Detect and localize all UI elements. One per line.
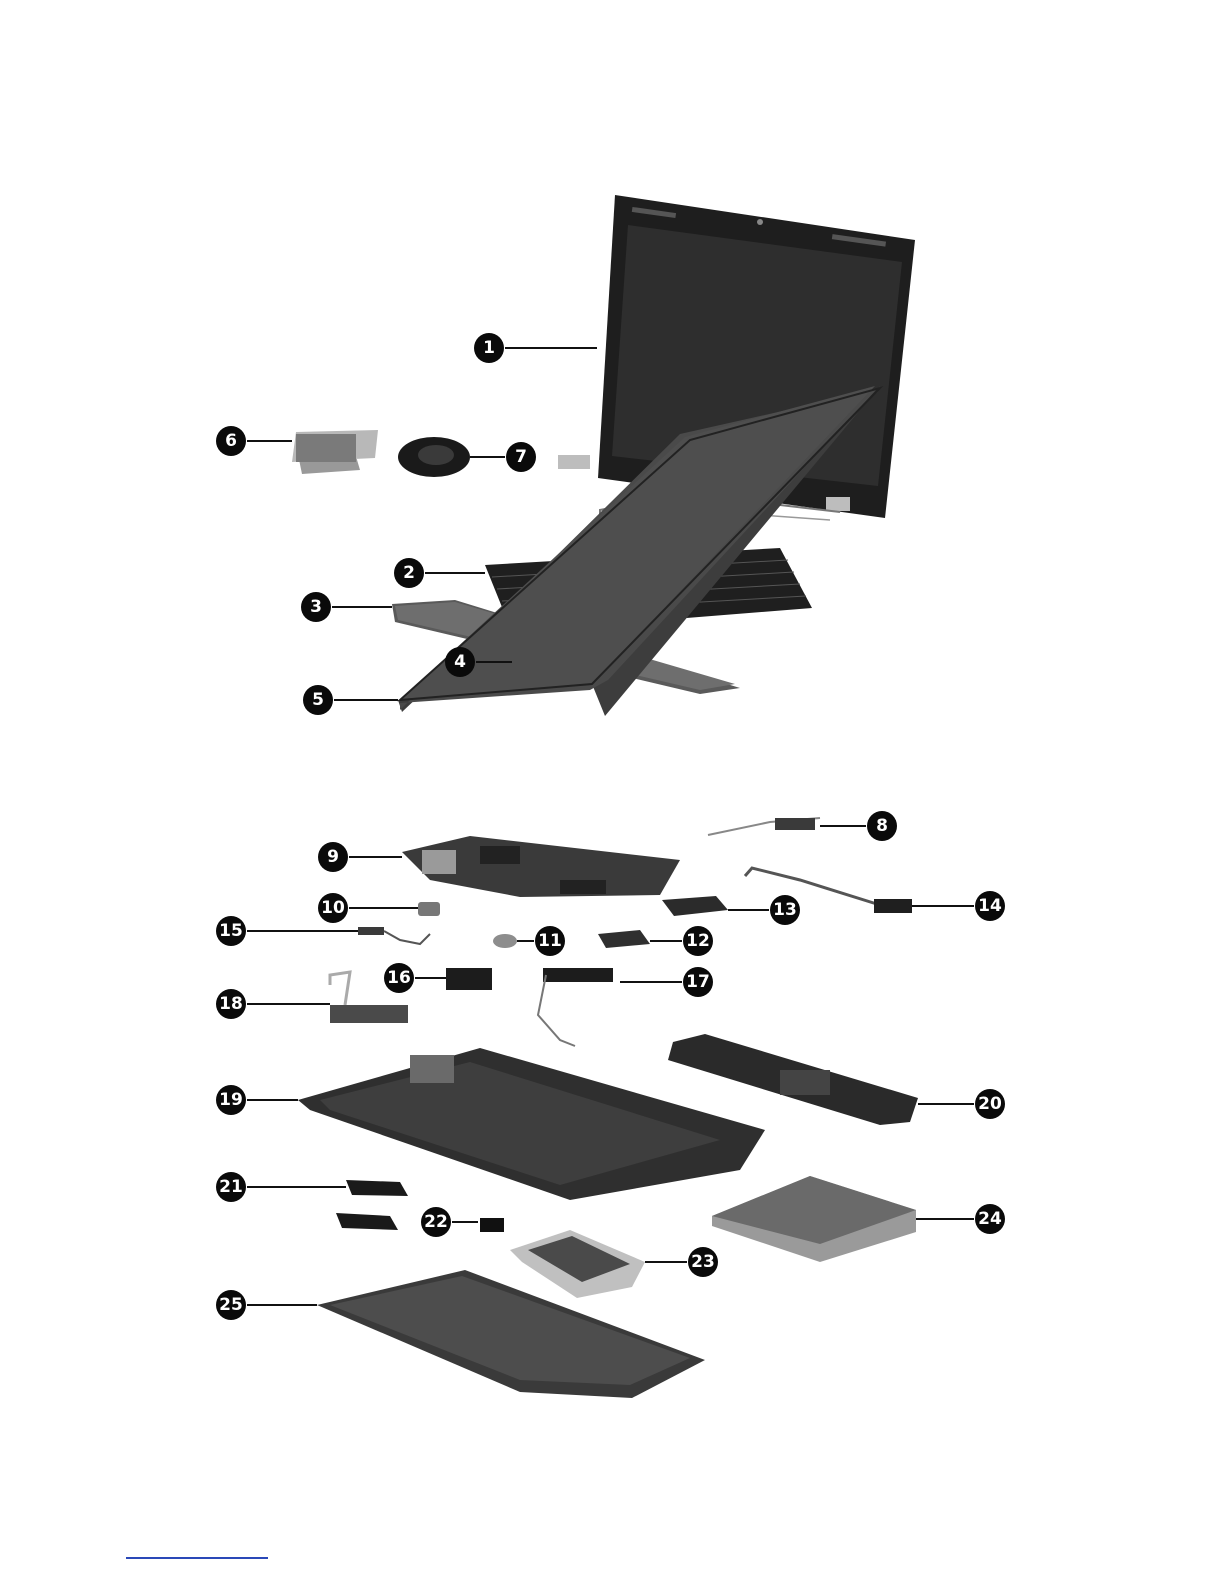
callout-17: 17 (683, 967, 713, 997)
callout-8: 8 (867, 811, 897, 841)
part-cable-15 (358, 927, 430, 944)
callout-10: 10 (318, 893, 348, 923)
svg-text:22: 22 (424, 1212, 448, 1232)
part-base-enclosure (298, 1048, 765, 1200)
svg-text:21: 21 (219, 1177, 243, 1197)
callout-24: 24 (975, 1204, 1005, 1234)
callout-13: 13 (770, 895, 800, 925)
callout-22: 22 (421, 1207, 451, 1237)
part-memory-modules (336, 1180, 408, 1230)
callout-2: 2 (394, 558, 424, 588)
svg-text:20: 20 (978, 1094, 1002, 1114)
callout-12: 12 (683, 926, 713, 956)
callout-3: 3 (301, 592, 331, 622)
part-hard-drive (510, 1230, 645, 1298)
svg-text:16: 16 (387, 968, 411, 988)
svg-text:19: 19 (219, 1090, 243, 1110)
part-rtc-battery (493, 934, 517, 948)
svg-text:7: 7 (515, 447, 527, 467)
part-bracket-12 (598, 930, 650, 948)
svg-text:9: 9 (327, 847, 339, 867)
svg-text:15: 15 (219, 921, 243, 941)
svg-text:25: 25 (219, 1295, 243, 1315)
svg-text:2: 2 (403, 563, 415, 583)
callout-11: 11 (535, 926, 565, 956)
callout-5: 5 (303, 685, 333, 715)
part-chip-22 (480, 1218, 504, 1232)
svg-text:11: 11 (538, 931, 562, 951)
callout-7: 7 (506, 442, 536, 472)
svg-text:8: 8 (876, 816, 888, 836)
svg-text:10: 10 (321, 898, 345, 918)
part-service-door (317, 1270, 705, 1398)
part-fan (398, 437, 470, 477)
svg-text:23: 23 (691, 1252, 715, 1272)
callout-4: 4 (445, 647, 475, 677)
part-battery (668, 1034, 918, 1125)
part-module-13 (662, 896, 728, 916)
part-cable-14 (745, 868, 912, 913)
footer-link-rule (126, 1557, 268, 1559)
svg-text:4: 4 (454, 652, 466, 672)
callout-19: 19 (216, 1085, 246, 1115)
part-heat-sink (292, 430, 378, 474)
part-board-17 (538, 968, 613, 1046)
svg-text:5: 5 (312, 690, 324, 710)
part-system-board (402, 836, 680, 897)
callout-23: 23 (688, 1247, 718, 1277)
svg-text:14: 14 (978, 896, 1002, 916)
part-wlan-module (418, 902, 440, 916)
callout-1: 1 (474, 333, 504, 363)
svg-text:18: 18 (219, 994, 243, 1014)
part-chip-16 (446, 968, 492, 990)
svg-text:12: 12 (686, 931, 710, 951)
svg-text:6: 6 (225, 431, 237, 451)
callout-21: 21 (216, 1172, 246, 1202)
callout-18: 18 (216, 989, 246, 1019)
part-optical-drive (712, 1176, 916, 1262)
callout-25: 25 (216, 1290, 246, 1320)
svg-text:13: 13 (773, 900, 797, 920)
callout-9: 9 (318, 842, 348, 872)
svg-text:17: 17 (686, 972, 710, 992)
callout-6: 6 (216, 426, 246, 456)
svg-text:24: 24 (978, 1209, 1002, 1229)
svg-text:3: 3 (310, 597, 322, 617)
part-cable-board (708, 818, 820, 835)
callout-15: 15 (216, 916, 246, 946)
callout-20: 20 (975, 1089, 1005, 1119)
callout-14: 14 (975, 891, 1005, 921)
svg-text:1: 1 (483, 338, 495, 358)
callout-16: 16 (384, 963, 414, 993)
